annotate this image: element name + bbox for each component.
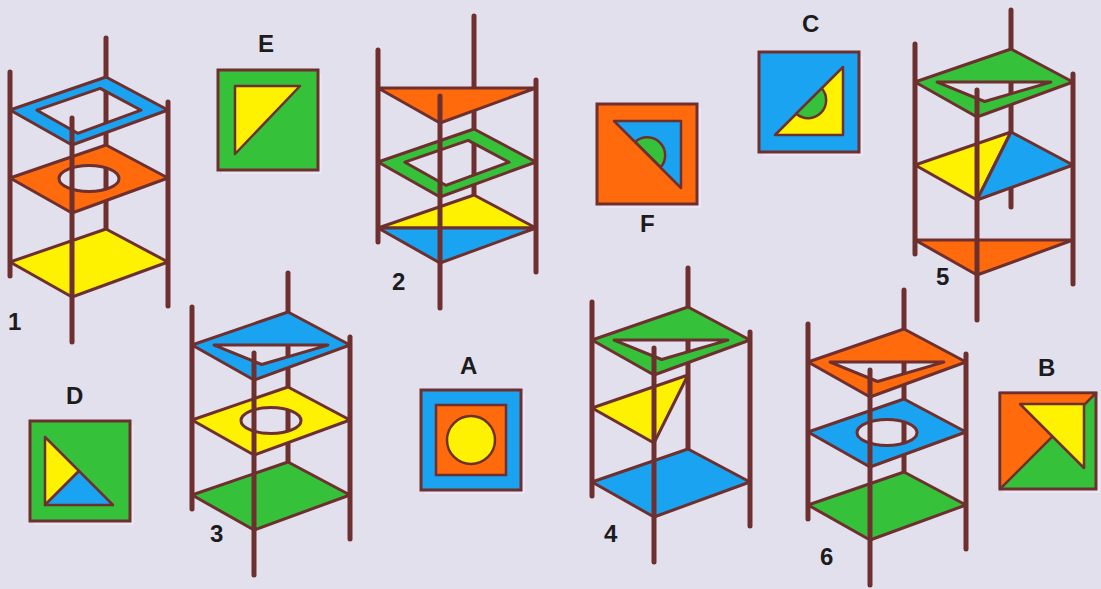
shelf-plate — [10, 229, 168, 297]
tower-post — [868, 370, 873, 585]
view-letter: F — [640, 210, 655, 237]
square-frame — [30, 421, 130, 521]
square-frame — [218, 70, 318, 170]
shelf-tower — [915, 10, 1073, 320]
circle-piece — [447, 416, 495, 464]
tower-post — [1071, 74, 1076, 284]
view-square — [421, 390, 525, 494]
shelf-plate — [808, 399, 966, 467]
view-square — [597, 104, 701, 208]
shelf-plate — [192, 312, 350, 380]
triangle-piece — [235, 86, 300, 154]
semicircle-piece — [796, 88, 826, 118]
shelf-plate — [378, 195, 536, 228]
shelf-plate — [592, 449, 750, 517]
tower-post — [166, 102, 171, 306]
shelf-plate — [592, 307, 750, 375]
shelf-plate — [378, 88, 536, 123]
label-holder: 3 — [210, 522, 223, 546]
shelf-plate — [808, 472, 966, 540]
shelf-plate — [977, 132, 1073, 200]
tower-post — [348, 337, 353, 539]
tower-number: 5 — [936, 263, 949, 290]
shelf-plate — [378, 228, 536, 263]
triangle-piece — [1020, 404, 1084, 468]
tower-number: 3 — [210, 520, 223, 547]
tower-post — [252, 353, 257, 575]
view-square — [30, 421, 134, 525]
triangle-piece — [1000, 393, 1096, 489]
tower-post — [913, 44, 918, 254]
square-frame — [1000, 393, 1096, 489]
tower-post — [964, 354, 969, 549]
square-frame — [759, 52, 859, 152]
shelf-tower — [808, 290, 966, 585]
tower-number: 6 — [820, 543, 833, 570]
triangle-piece — [614, 121, 681, 188]
shelf-tower — [192, 273, 350, 575]
view-letter: E — [258, 30, 274, 57]
view-letter: D — [66, 382, 83, 409]
triangle-piece — [45, 471, 113, 505]
tower-post — [534, 80, 539, 272]
label-holder: 6 — [820, 545, 833, 569]
label-holder: E — [258, 32, 274, 56]
label-holder: 2 — [392, 270, 405, 294]
label-holder: B — [1038, 356, 1055, 380]
label-holder: 5 — [936, 265, 949, 289]
shelf-plate — [808, 329, 966, 397]
square-piece — [436, 405, 506, 475]
shelf-plate — [915, 49, 1073, 117]
view-square — [1000, 393, 1100, 493]
tower-post — [376, 50, 381, 242]
label-holder: D — [66, 384, 83, 408]
view-square — [759, 52, 863, 156]
tower-number: 1 — [8, 308, 21, 335]
tower-number: 4 — [604, 520, 617, 547]
view-square — [218, 70, 322, 174]
tower-number: 2 — [392, 268, 405, 295]
shelf-plate — [192, 462, 350, 530]
square-frame — [421, 390, 521, 490]
view-letter: C — [802, 10, 819, 37]
label-holder: C — [802, 12, 819, 36]
label-holder: 4 — [604, 522, 617, 546]
label-holder: 1 — [8, 310, 21, 334]
shelf-tower — [592, 268, 750, 562]
tower-post — [438, 96, 443, 308]
square-frame — [597, 104, 697, 204]
shelf-plate — [592, 375, 688, 443]
tower-post — [190, 307, 195, 509]
tower-post — [590, 302, 595, 496]
shelf-tower — [378, 16, 536, 308]
shelf-tower — [10, 38, 168, 342]
tower-post — [70, 118, 75, 342]
shelf-plate — [378, 129, 536, 197]
view-letter: B — [1038, 354, 1055, 381]
semicircle-piece — [635, 137, 665, 167]
label-holder: A — [460, 354, 477, 378]
tower-post — [748, 332, 753, 526]
tower-post — [806, 324, 811, 519]
shelf-plate — [10, 145, 168, 213]
label-holder: F — [640, 212, 655, 236]
tower-post — [8, 72, 13, 276]
shelf-plate — [10, 77, 168, 145]
shelf-plate — [192, 387, 350, 455]
tower-post — [652, 348, 657, 562]
view-letter: A — [460, 352, 477, 379]
triangle-piece — [775, 67, 843, 135]
tower-post — [975, 90, 980, 320]
